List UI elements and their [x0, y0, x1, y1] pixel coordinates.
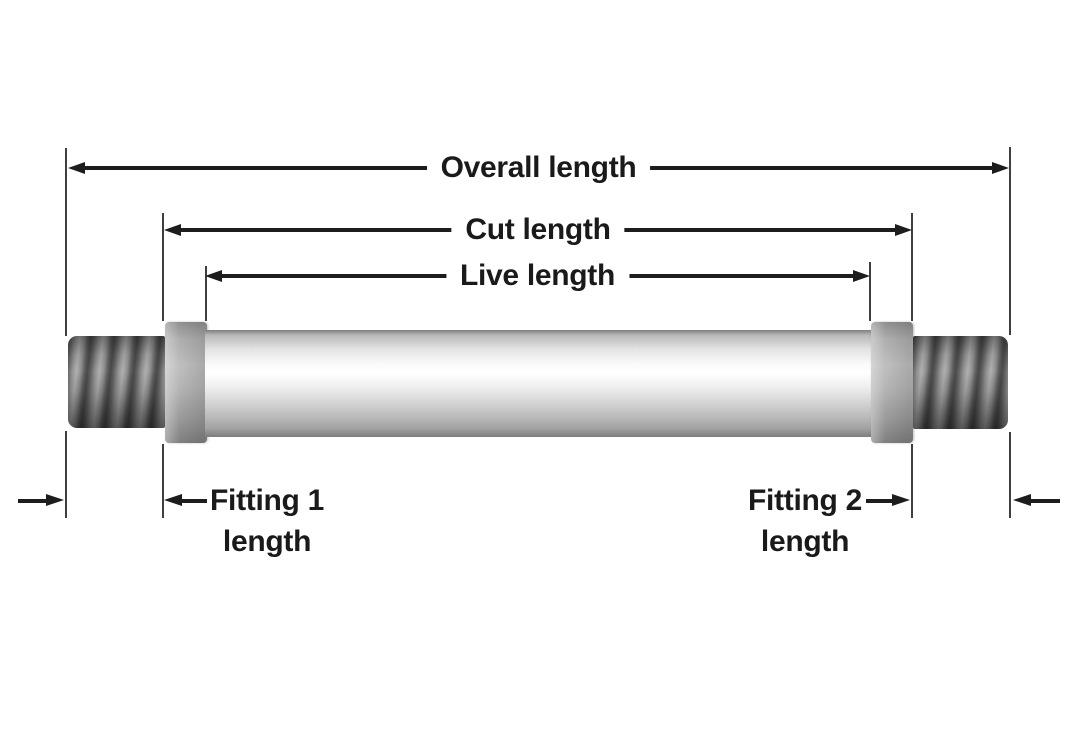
extension-line-live-left: [205, 266, 207, 321]
fitting1-arrow-tail: [180, 499, 207, 503]
fitting2-label-line1: Fitting 2: [748, 484, 862, 517]
fitting2-label-line2: length: [760, 525, 850, 558]
ferrule-right: [871, 322, 913, 443]
extension-line-overall-right-bottom: [1009, 432, 1011, 518]
extension-line-overall-right-top: [1009, 147, 1011, 335]
extension-line-cut-right-bottom: [911, 444, 913, 518]
fitting2-arrow-right-icon: [892, 494, 910, 506]
arrow-right-icon: [992, 161, 1009, 174]
dimension-label: Live length: [445, 259, 630, 293]
dimension-live-length: Live length: [205, 258, 870, 294]
arrow-left-icon: [164, 223, 181, 236]
extension-line-live-right: [869, 262, 871, 321]
dimension-label: Cut length: [451, 213, 625, 247]
overall-right-pointer-icon: [1013, 494, 1031, 506]
extension-line-cut-left-top: [162, 213, 164, 321]
fitting1-label-line2: length: [222, 525, 312, 558]
dimension-label: Overall length: [426, 151, 651, 185]
overall-left-pointer-icon: [46, 494, 64, 506]
fitting1-label-line1: Fitting 1: [210, 484, 324, 517]
hose-body: [205, 330, 873, 437]
arrow-right-icon: [895, 223, 912, 236]
fitting2-label: Fitting 2 length: [730, 480, 880, 562]
dimension-cut-length: Cut length: [164, 212, 912, 248]
extension-line-overall-left-top: [65, 148, 67, 336]
overall-right-pointer-tail: [1029, 499, 1060, 503]
extension-line-cut-right-top: [911, 213, 913, 321]
ferrule-left: [165, 322, 207, 443]
overall-left-pointer-tail: [18, 499, 50, 503]
fitting1-label: Fitting 1 length: [192, 480, 342, 562]
arrow-left-icon: [68, 161, 85, 174]
dimension-overall-length: Overall length: [68, 150, 1009, 186]
arrow-right-icon: [853, 269, 870, 282]
fitting2-arrow-tail: [866, 499, 894, 503]
arrow-left-icon: [205, 269, 222, 282]
threaded-fitting-left: [68, 336, 165, 428]
extension-line-overall-left-bottom: [65, 431, 67, 518]
threaded-fitting-right: [913, 336, 1008, 429]
fitting1-arrow-left-icon: [164, 494, 182, 506]
extension-line-cut-left-bottom: [162, 444, 164, 518]
